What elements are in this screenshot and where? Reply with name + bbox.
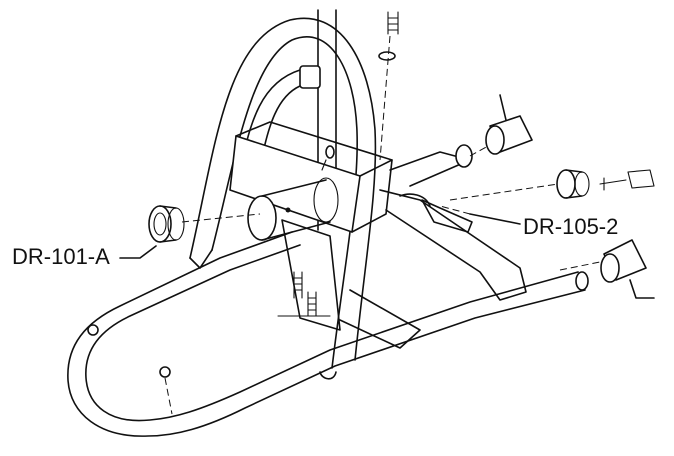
cross-bracket bbox=[229, 121, 421, 349]
right-caps bbox=[449, 94, 655, 299]
bracket-cylinder bbox=[247, 177, 339, 241]
rear-stabilizer bbox=[379, 144, 527, 301]
right-pad-label: DR-105-2 bbox=[523, 214, 618, 239]
right-pad-leader bbox=[439, 205, 521, 225]
bolts bbox=[87, 11, 399, 415]
base-frame bbox=[67, 231, 589, 437]
left-cap-label: DR-101-A bbox=[12, 244, 110, 269]
left-end-cap bbox=[119, 205, 261, 259]
